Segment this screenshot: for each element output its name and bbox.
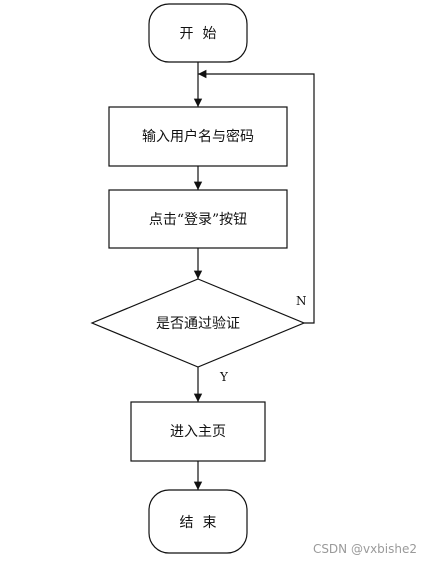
click-login-label: 点击“登录”按钮 [149,212,247,228]
start-label: 开 始 [180,26,217,42]
home-page-box [130,401,266,462]
input-credentials-label: 输入用户名与密码 [142,128,254,145]
csdn-watermark: CSDN @vxbishe2 [312,542,417,556]
input-credentials-box [108,106,288,167]
home-page-label: 进入主页 [170,424,226,440]
end-label: 结 束 [180,515,217,531]
no-branch-label: N [296,294,307,308]
arrow-no-loop-back [198,69,315,324]
yes-branch-label: Y [219,370,229,384]
verify-decision-label: 是否通过验证 [156,316,240,332]
end-terminal [148,489,248,554]
